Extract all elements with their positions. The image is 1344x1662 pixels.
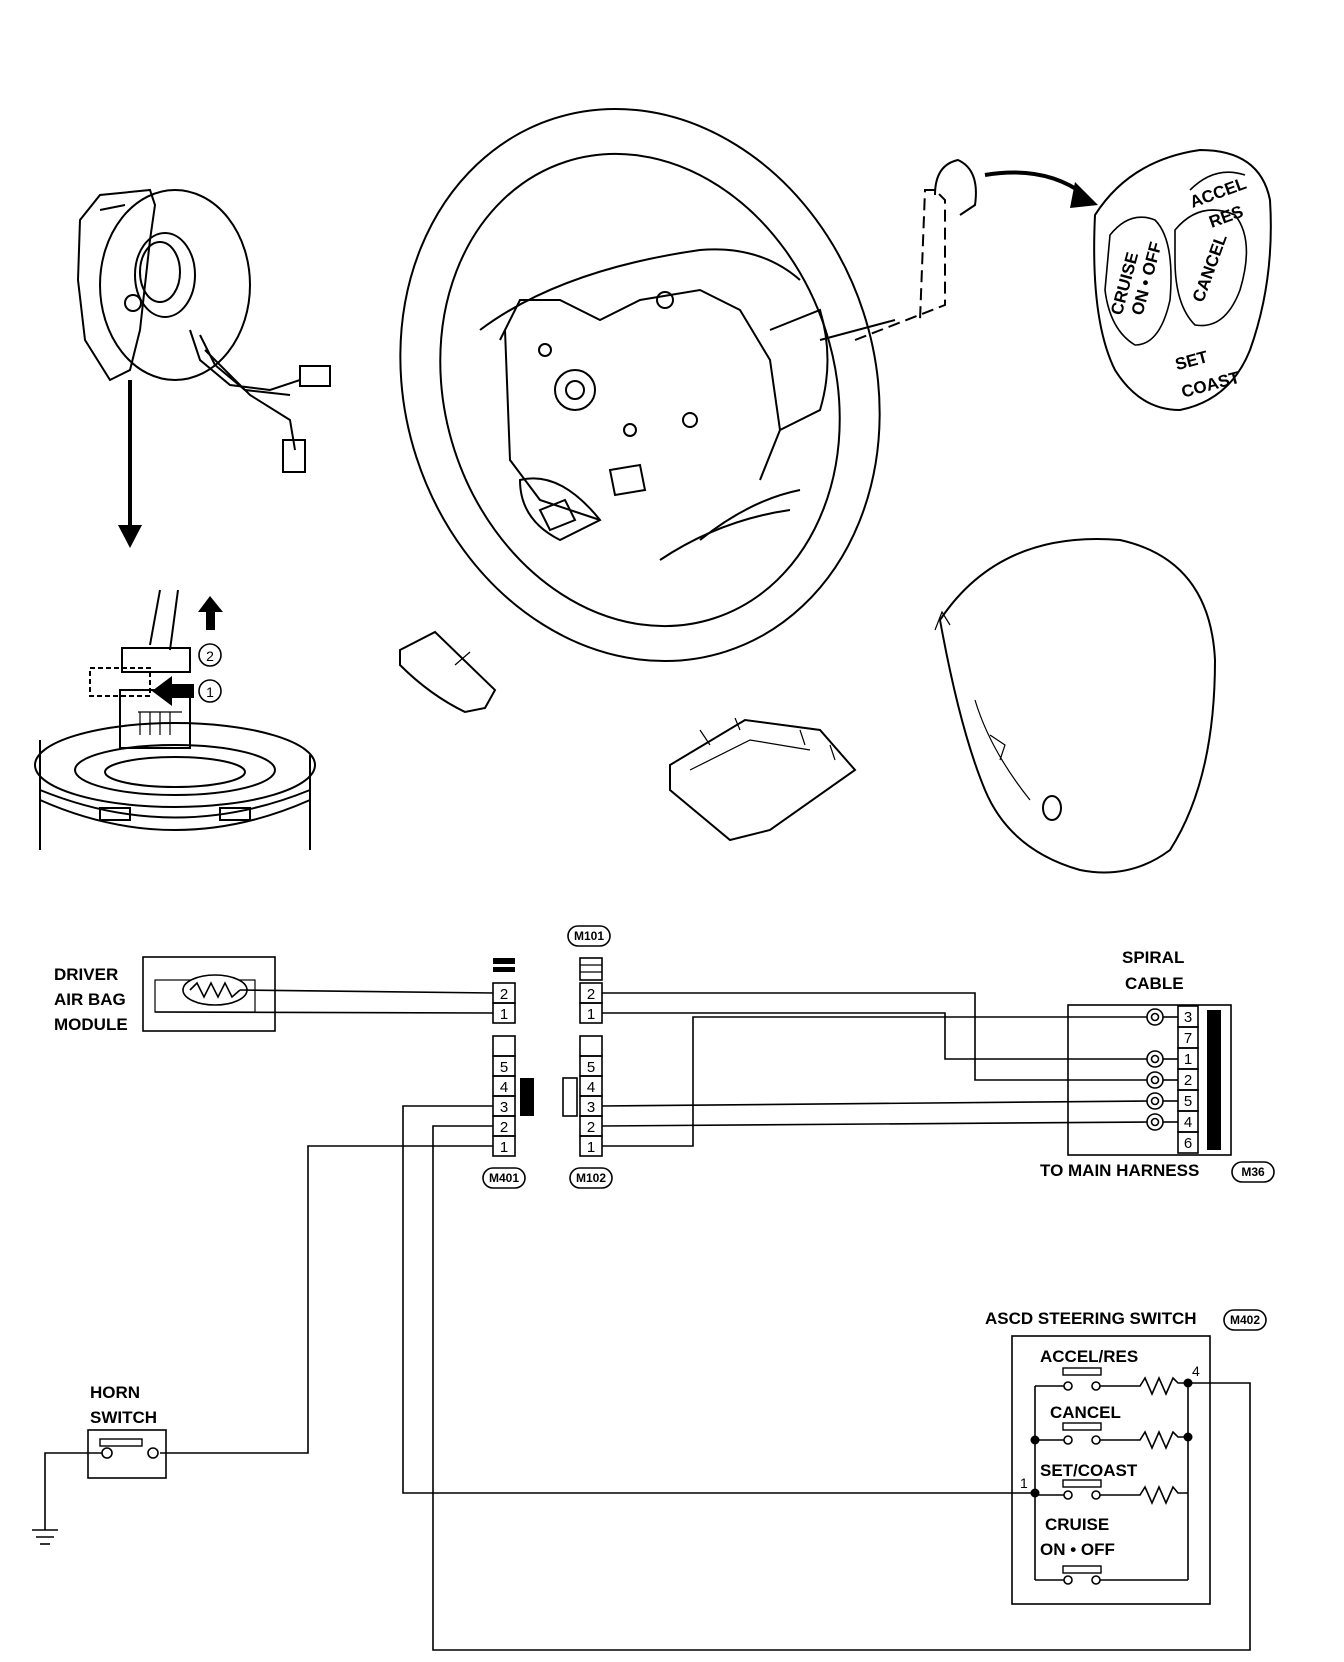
m401-lock-tab xyxy=(520,1078,534,1116)
spiral-pin-7: 7 xyxy=(1184,1030,1192,1047)
main-harness-label: TO MAIN HARNESS M36 xyxy=(1040,1161,1275,1183)
step-marker-1: 1 xyxy=(198,679,222,703)
step-marker-1-label: 1 xyxy=(206,684,214,700)
m402-badge xyxy=(1223,1309,1267,1331)
m102-pin-3: 3 xyxy=(587,1099,595,1116)
air-bag-module-illustration xyxy=(934,538,1217,874)
ascd-terminal-4: 4 xyxy=(1192,1363,1200,1379)
switch-face-res: RES xyxy=(1206,202,1245,232)
m102-pin-1: 1 xyxy=(587,1139,595,1156)
spiral-pin-2: 2 xyxy=(1184,1072,1192,1089)
m401-id: M401 xyxy=(489,1171,519,1185)
spiral-cable-block: SPIRAL CABLE 3 7 1 2 5 4 6 xyxy=(1067,948,1232,1156)
m401-pin-4: 4 xyxy=(500,1079,508,1096)
ascd-steering-switch: ASCD STEERING SWITCH M402 ACCEL/RES CANC… xyxy=(985,1309,1267,1605)
m401-badge xyxy=(482,1167,526,1189)
m102-badge xyxy=(569,1167,613,1189)
connector-removal-illustration xyxy=(34,589,316,850)
ascd-terminal-1: 1 xyxy=(1020,1475,1028,1491)
ascd-sw-accel-res: ACCEL/RES xyxy=(1040,1347,1138,1366)
spiral-pin-4: 4 xyxy=(1184,1114,1192,1131)
spiral-cable-illustration xyxy=(76,188,331,473)
horn-switch: HORN SWITCH xyxy=(32,1383,167,1545)
ascd-internal-circuit xyxy=(1034,1367,1189,1585)
m101-pin-1: 1 xyxy=(587,1006,595,1023)
horn-label-line2: SWITCH xyxy=(90,1408,157,1427)
step-marker-2: 2 xyxy=(198,643,222,667)
ascd-sw-on-off: ON • OFF xyxy=(1040,1540,1115,1559)
m102-pin-2: 2 xyxy=(587,1119,595,1136)
m402-id: M402 xyxy=(1230,1313,1260,1327)
spiral-pin-6: 6 xyxy=(1184,1135,1192,1152)
spiral-cable-shield xyxy=(1207,1010,1221,1150)
ascd-switch-box xyxy=(1011,1335,1211,1605)
driver-airbag-module: DRIVER AIR BAG MODULE xyxy=(54,956,276,1034)
connector-m401-lower: 5 4 3 2 1 M401 xyxy=(482,1035,534,1189)
m101-badge xyxy=(567,925,611,947)
ascd-sw-cruise: CRUISE xyxy=(1045,1515,1109,1534)
horn-switch-box xyxy=(87,1429,167,1479)
lower-cover-left xyxy=(399,630,497,714)
spiral-pin-1: 1 xyxy=(1184,1051,1192,1068)
horn-contact-bar xyxy=(99,1438,143,1447)
coil-icons xyxy=(1146,1008,1178,1131)
m401-upper-pin-1: 1 xyxy=(500,1006,508,1023)
m401-pin-5: 5 xyxy=(500,1059,508,1076)
switch-face-coast: COAST xyxy=(1179,368,1242,402)
steering-wheel-illustration xyxy=(399,107,896,663)
ground-icon xyxy=(32,1529,58,1545)
airbag-label-line1: DRIVER xyxy=(54,965,118,984)
m102-pin-5: 5 xyxy=(587,1059,595,1076)
m102-lock-tab xyxy=(562,1077,578,1117)
junction-dots xyxy=(1030,1378,1193,1498)
spiral-pin-5: 5 xyxy=(1184,1093,1192,1110)
m101-id: M101 xyxy=(574,929,604,943)
connector-m101: M101 2 1 xyxy=(567,925,611,1024)
m36-id: M36 xyxy=(1241,1165,1265,1179)
lower-cover-center xyxy=(669,717,857,842)
connector-m102: 5 4 3 2 1 M102 xyxy=(562,1035,613,1189)
m36-badge xyxy=(1231,1161,1275,1183)
ascd-sw-cancel: CANCEL xyxy=(1050,1403,1121,1422)
m401-upper-pin-2: 2 xyxy=(500,986,508,1003)
m101-pin-2: 2 xyxy=(587,986,595,1003)
down-arrow-icon xyxy=(118,380,142,548)
step-marker-2-label: 2 xyxy=(206,648,214,664)
wiring xyxy=(154,989,1251,1651)
ascd-sw-set-coast: SET/COAST xyxy=(1040,1461,1138,1480)
main-harness-text: TO MAIN HARNESS xyxy=(1040,1161,1199,1180)
spiral-pin-3: 3 xyxy=(1184,1009,1192,1026)
m401-pin-3: 3 xyxy=(500,1099,508,1116)
spiral-cable-label-line2: CABLE xyxy=(1125,974,1184,993)
spiral-cable-label-line1: SPIRAL xyxy=(1122,948,1184,967)
pull-up-arrow-icon xyxy=(198,596,223,630)
m401-pin-2: 2 xyxy=(500,1119,508,1136)
ascd-label: ASCD STEERING SWITCH xyxy=(985,1309,1197,1328)
switch-face-cancel: CANCEL xyxy=(1189,232,1231,305)
horn-label-line1: HORN xyxy=(90,1383,140,1402)
airbag-label-line3: MODULE xyxy=(54,1015,128,1034)
m102-pin-4: 4 xyxy=(587,1079,595,1096)
curved-arrow-icon xyxy=(984,170,1098,208)
airbag-module-box xyxy=(142,956,276,1032)
resistor-zigzag xyxy=(189,981,241,999)
ascd-switch-closeup: ACCEL RES CRUISE ON • OFF CANCEL SET COA… xyxy=(1093,148,1272,412)
push-left-arrow-icon xyxy=(152,676,194,706)
airbag-label-line2: AIR BAG xyxy=(54,990,126,1009)
switch-harness-dashed xyxy=(854,158,977,341)
connector-m401-upper: 2 1 xyxy=(492,958,516,1024)
switch-face-set: SET xyxy=(1173,347,1210,374)
m102-id: M102 xyxy=(576,1171,606,1185)
m401-pin-1: 1 xyxy=(500,1139,508,1156)
